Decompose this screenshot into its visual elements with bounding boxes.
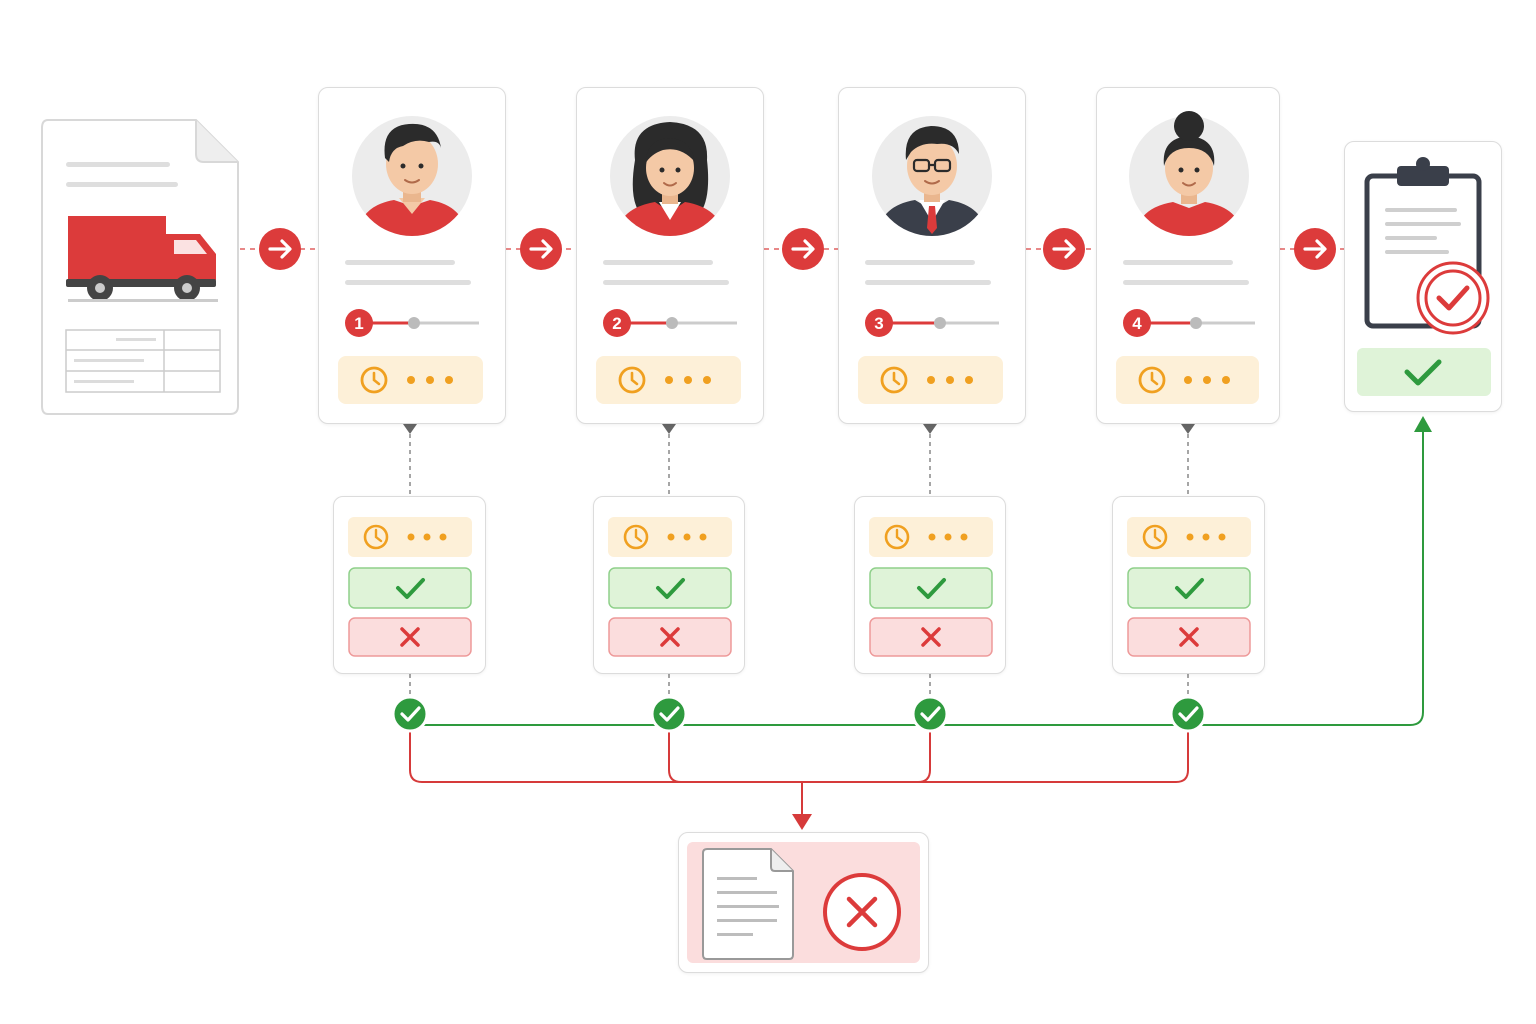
clock-icon bbox=[363, 524, 389, 550]
reject-button[interactable] bbox=[348, 617, 472, 657]
final-rejected-card bbox=[678, 832, 929, 973]
approve-check-icon bbox=[911, 695, 949, 733]
approve-button[interactable] bbox=[1127, 567, 1251, 609]
clock-icon bbox=[360, 366, 388, 394]
clipboard-check-icon bbox=[1364, 157, 1490, 335]
approve-button[interactable] bbox=[869, 567, 993, 609]
document-reject-icon bbox=[702, 848, 794, 960]
clock-icon bbox=[880, 366, 908, 394]
truck-icon bbox=[66, 216, 218, 302]
reject-circle-icon bbox=[823, 873, 901, 951]
reject-button[interactable] bbox=[608, 617, 732, 657]
approver-card-1[interactable]: 1 bbox=[318, 87, 506, 424]
x-icon bbox=[660, 627, 680, 647]
pending-option[interactable] bbox=[869, 517, 993, 557]
woman-red-blazer-avatar bbox=[610, 116, 730, 236]
flow-arrow-icon bbox=[1294, 228, 1336, 270]
clock-icon bbox=[618, 366, 646, 394]
source-document bbox=[40, 118, 240, 416]
decision-box-2 bbox=[593, 496, 745, 674]
man-glasses-suit-avatar bbox=[872, 116, 992, 236]
approve-button[interactable] bbox=[608, 567, 732, 609]
approve-button[interactable] bbox=[348, 567, 472, 609]
flow-arrow-icon bbox=[520, 228, 562, 270]
clock-icon bbox=[1138, 366, 1166, 394]
flow-arrow-icon bbox=[1043, 228, 1085, 270]
reject-button[interactable] bbox=[1127, 617, 1251, 657]
x-icon bbox=[921, 627, 941, 647]
final-approved-card bbox=[1344, 141, 1502, 412]
approve-check-icon bbox=[391, 695, 429, 733]
check-icon bbox=[396, 578, 425, 599]
flow-arrow-icon bbox=[259, 228, 301, 270]
approver-card-3[interactable]: 3 bbox=[838, 87, 1026, 424]
pending-option[interactable] bbox=[348, 517, 472, 557]
decision-box-4 bbox=[1112, 496, 1265, 674]
check-icon bbox=[656, 578, 685, 599]
approver-card-4[interactable]: 4 bbox=[1096, 87, 1280, 424]
decision-box-3 bbox=[854, 496, 1006, 674]
check-icon bbox=[1404, 359, 1442, 386]
approver-card-2[interactable]: 2 bbox=[576, 87, 764, 424]
reject-path-line bbox=[409, 728, 1189, 818]
flow-arrow-icon bbox=[782, 228, 824, 270]
step-number: 2 bbox=[612, 314, 621, 333]
step-number: 3 bbox=[874, 314, 883, 333]
check-icon bbox=[917, 578, 946, 599]
clock-icon bbox=[1142, 524, 1168, 550]
x-icon bbox=[400, 627, 420, 647]
man-red-shirt-avatar bbox=[352, 116, 472, 236]
pending-option[interactable] bbox=[1127, 517, 1251, 557]
check-icon bbox=[1175, 578, 1204, 599]
decision-box-1 bbox=[333, 496, 486, 674]
clock-icon bbox=[884, 524, 910, 550]
clock-icon bbox=[623, 524, 649, 550]
approve-path-line bbox=[410, 430, 1424, 726]
reject-button[interactable] bbox=[869, 617, 993, 657]
step-number: 1 bbox=[354, 314, 363, 333]
woman-hair-bun-avatar bbox=[1129, 111, 1249, 236]
approve-check-icon bbox=[1169, 695, 1207, 733]
x-icon bbox=[1179, 627, 1199, 647]
pending-option[interactable] bbox=[608, 517, 732, 557]
step-number: 4 bbox=[1132, 314, 1142, 333]
approve-check-icon bbox=[650, 695, 688, 733]
